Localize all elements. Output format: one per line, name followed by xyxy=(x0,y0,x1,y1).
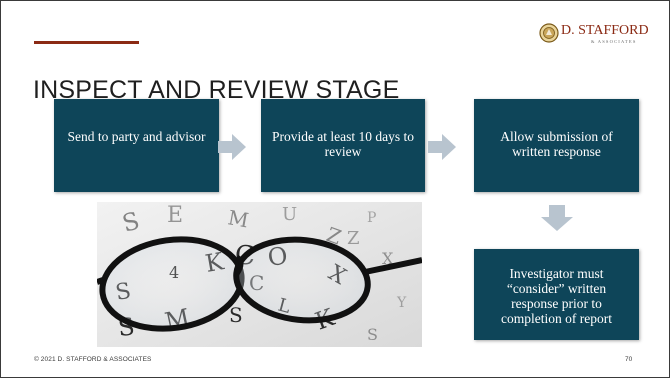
photo-letter: Y xyxy=(396,295,407,311)
logo-seal-icon xyxy=(539,23,559,43)
process-step-written-response: Allow submission of written response xyxy=(474,99,639,192)
footer-copyright: © 2021 D. STAFFORD & ASSOCIATES xyxy=(34,356,152,363)
process-step-label: Allow submission of written response xyxy=(500,129,613,159)
process-step-send-to-party: Send to party and advisor xyxy=(54,99,219,192)
photo-letter: S xyxy=(229,303,243,327)
process-step-label: Send to party and advisor xyxy=(67,129,206,144)
title-accent-rule xyxy=(34,41,139,44)
logo-name: D. STAFFORD xyxy=(561,23,649,38)
process-step-review-period: Provide at least 10 days to review xyxy=(261,99,425,192)
photo-letter: P xyxy=(367,210,376,226)
photo-letter: X xyxy=(382,249,394,268)
down-arrow-icon xyxy=(541,205,573,231)
photo-letter: S xyxy=(119,206,142,237)
company-logo: D. STAFFORD & ASSOCIATES xyxy=(539,23,649,49)
right-arrow-icon xyxy=(428,134,456,160)
process-step-label: Investigator must “consider” written res… xyxy=(501,266,612,326)
photo-letter: Z xyxy=(347,228,360,249)
logo-subtitle: & ASSOCIATES xyxy=(591,39,637,44)
photo-letter: E xyxy=(167,203,183,228)
page-number: 70 xyxy=(625,356,633,363)
photo-letter: M xyxy=(226,205,250,232)
photo-letter: S xyxy=(367,325,378,344)
eyeglasses-icon xyxy=(97,236,422,332)
right-arrow-icon xyxy=(218,134,246,160)
process-step-investigator-consider: Investigator must “consider” written res… xyxy=(474,249,639,340)
process-step-label: Provide at least 10 days to review xyxy=(271,129,415,159)
eyeglasses-letters-photo: S E M U C Z K C O S 4 X S L Z M S K X Y xyxy=(97,202,422,347)
photo-letter: U xyxy=(282,204,297,225)
